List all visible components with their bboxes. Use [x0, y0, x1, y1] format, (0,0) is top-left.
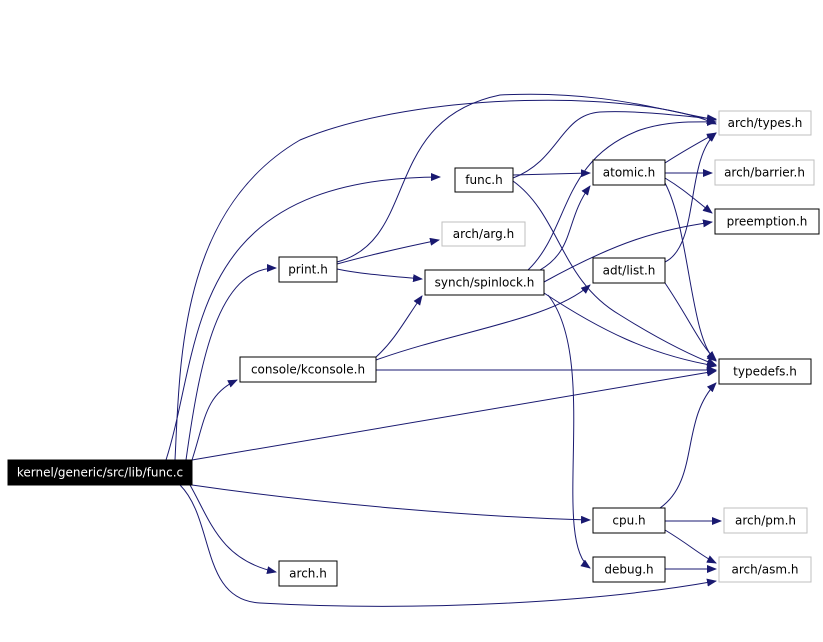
edge-func-h-to-typedefs-h: [512, 180, 717, 366]
edge-func-c-to-print-h: [185, 264, 277, 461]
edge-func-c-to-func-h: [165, 173, 441, 461]
node-kconsole-h[interactable]: console/kconsole.h: [239, 356, 377, 383]
node-box: [7, 459, 193, 486]
node-arch-arg-h: arch/arg.h: [441, 221, 526, 247]
node-label: arch/pm.h: [735, 514, 796, 528]
edge-spinlock-h-to-debug-h: [547, 294, 591, 569]
node-label: atomic.h: [603, 166, 655, 180]
edge-func-h-to-types-h: [512, 111, 717, 179]
node-func-c[interactable]: kernel/generic/src/lib/func.c: [7, 459, 193, 486]
node-label: adt/list.h: [603, 264, 656, 278]
edge-kconsole-h-to-list-h: [375, 284, 591, 361]
edge-atomic-h-to-typedefs-h: [664, 182, 717, 362]
node-atomic-h[interactable]: atomic.h: [592, 159, 666, 186]
node-box: [278, 256, 338, 283]
node-box: [718, 556, 812, 583]
node-label: preemption.h: [727, 215, 808, 229]
node-label: debug.h: [604, 563, 653, 577]
node-box: [718, 358, 812, 385]
edge-atomic-h-to-types-h: [664, 132, 717, 164]
node-cpu-h[interactable]: cpu.h: [592, 507, 666, 534]
node-label: arch/arg.h: [453, 227, 514, 241]
edge-spinlock-h-to-atomic-h: [539, 185, 591, 271]
node-label: arch/barrier.h: [724, 166, 805, 180]
node-list-h[interactable]: adt/list.h: [592, 257, 666, 284]
edge-print-h-to-types-h: [336, 93, 717, 263]
edge-atomic-h-to-preemption-h: [664, 177, 713, 214]
node-box: [723, 507, 808, 534]
node-box: [592, 159, 666, 186]
edge-func-c-to-types-h: [174, 99, 717, 461]
edge-spinlock-h-to-types-h: [527, 117, 717, 271]
edge-func-c-to-cpu-h: [191, 484, 591, 524]
edge-list-h-to-typedefs-h: [664, 282, 717, 361]
node-types-h: arch/types.h: [718, 110, 812, 136]
node-barrier-h: arch/barrier.h: [714, 159, 815, 186]
node-typedefs-h[interactable]: typedefs.h: [718, 358, 812, 385]
edge-kconsole-h-to-spinlock-h: [375, 295, 423, 358]
node-box: [592, 257, 666, 284]
edge-cpu-h-to-typedefs-h: [659, 382, 717, 509]
node-label: cpu.h: [612, 514, 645, 528]
node-label: arch.h: [289, 567, 327, 581]
node-label: kernel/generic/src/lib/func.c: [17, 466, 183, 480]
node-asm-h: arch/asm.h: [718, 556, 812, 583]
node-box: [592, 507, 666, 534]
node-label: typedefs.h: [733, 365, 797, 379]
node-spinlock-h[interactable]: synch/spinlock.h: [424, 269, 545, 296]
node-box: [714, 208, 820, 235]
node-box: [714, 159, 815, 186]
node-box: [441, 221, 526, 247]
edge-print-h-to-arch-arg-h: [336, 237, 440, 265]
node-label: arch/asm.h: [732, 563, 799, 577]
node-box: [278, 560, 338, 587]
edge-list-h-to-types-h: [664, 132, 717, 263]
edge-cpu-h-to-asm-h: [664, 529, 717, 564]
node-func-h[interactable]: func.h: [454, 167, 514, 193]
node-box: [592, 556, 666, 583]
edge-spinlock-h-to-typedefs-h: [543, 292, 717, 369]
node-box: [239, 356, 377, 383]
node-label: console/kconsole.h: [251, 363, 365, 377]
node-print-h[interactable]: print.h: [278, 256, 338, 283]
edge-spinlock-h-to-preemption-h: [543, 219, 713, 283]
edge-func-c-to-typedefs-h: [191, 368, 717, 461]
edge-print-h-to-spinlock-h: [336, 268, 423, 283]
node-debug-h[interactable]: debug.h: [592, 556, 666, 583]
node-pm-h: arch/pm.h: [723, 507, 808, 534]
edge-func-c-to-arch-h: [189, 484, 277, 575]
node-label: func.h: [465, 173, 502, 187]
edge-func-c-to-kconsole-h: [191, 379, 238, 461]
node-preemption-h[interactable]: preemption.h: [714, 208, 820, 235]
edge-func-h-to-atomic-h: [512, 169, 591, 178]
node-box: [454, 167, 514, 193]
node-label: print.h: [288, 263, 328, 277]
node-box: [718, 110, 812, 136]
node-label: arch/types.h: [728, 116, 803, 130]
node-arch-h[interactable]: arch.h: [278, 560, 338, 587]
edge-func-c-to-asm-h: [179, 484, 717, 607]
node-label: synch/spinlock.h: [435, 276, 535, 290]
node-box: [424, 269, 545, 296]
